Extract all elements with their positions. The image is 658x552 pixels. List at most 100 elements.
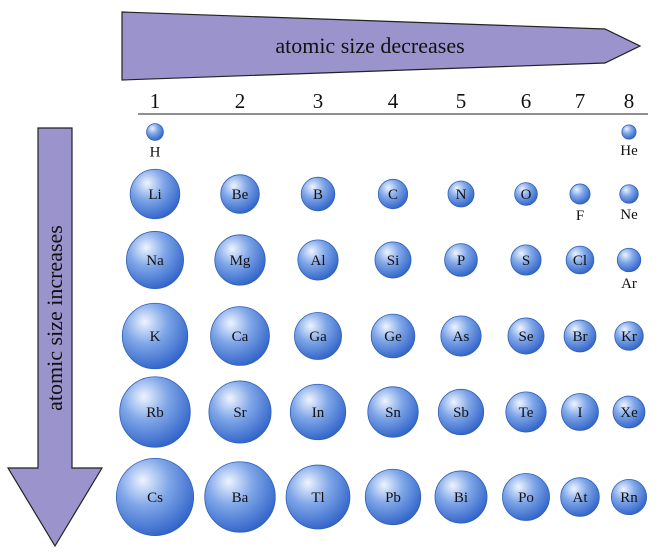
atom-sphere bbox=[447, 180, 475, 208]
atom-po: Po bbox=[502, 473, 550, 521]
atom-sphere bbox=[297, 239, 339, 281]
atom-sphere bbox=[364, 468, 422, 526]
atom-li: Li bbox=[129, 168, 181, 220]
atom-symbol: I bbox=[578, 405, 583, 421]
atom-sr: Sr bbox=[208, 380, 272, 444]
atom-te: Te bbox=[505, 391, 547, 433]
atom-bi: Bi bbox=[434, 470, 488, 524]
atom-symbol: Kr bbox=[621, 329, 637, 345]
atom-symbol: Cs bbox=[147, 490, 163, 506]
atom-symbol: Li bbox=[148, 187, 161, 203]
atom-ar: Ar bbox=[616, 247, 642, 292]
atom-al: Al bbox=[297, 239, 339, 281]
atom-sphere bbox=[502, 473, 550, 521]
atom-tl: Tl bbox=[285, 464, 351, 530]
atom-mg: Mg bbox=[214, 234, 266, 286]
atom-sphere bbox=[377, 178, 409, 210]
atom-rb: Rb bbox=[119, 376, 191, 448]
atom-kr: Kr bbox=[614, 321, 644, 351]
atom-symbol: Tl bbox=[311, 490, 324, 506]
atom-sphere bbox=[437, 388, 485, 436]
atom-symbol: Bi bbox=[454, 490, 468, 506]
atom-sphere bbox=[214, 234, 266, 286]
atom-symbol: At bbox=[573, 490, 589, 506]
atom-symbol: Al bbox=[311, 253, 326, 269]
atom-sphere bbox=[444, 243, 478, 277]
atom-symbol: Rn bbox=[620, 490, 638, 506]
atom-symbol: Rb bbox=[146, 405, 164, 421]
atom-symbol: Na bbox=[146, 253, 164, 269]
atom-sphere bbox=[505, 391, 547, 433]
atom-sphere bbox=[612, 395, 646, 429]
atom-symbol: B bbox=[313, 187, 323, 203]
atom-symbol: N bbox=[456, 187, 467, 203]
atom-pb: Pb bbox=[364, 468, 422, 526]
atom-symbol: Sb bbox=[453, 405, 469, 421]
atom-symbol: H bbox=[150, 144, 161, 160]
atom-s: S bbox=[510, 244, 542, 276]
atom-h: H bbox=[146, 123, 164, 160]
atom-sphere bbox=[129, 168, 181, 220]
atom-sphere bbox=[565, 245, 595, 275]
atom-sn: Sn bbox=[367, 386, 419, 438]
top-arrow-shape bbox=[121, 11, 642, 81]
atom-n: N bbox=[447, 180, 475, 208]
atom-sphere bbox=[621, 124, 637, 140]
atom-symbol: Ca bbox=[232, 329, 249, 345]
atom-sphere bbox=[514, 182, 538, 206]
atomic-size-increases-arrow: atomic size increases bbox=[6, 127, 104, 548]
atom-sphere bbox=[560, 477, 600, 517]
group-number-1: 1 bbox=[150, 89, 161, 113]
atom-symbol: Ba bbox=[232, 490, 249, 506]
atom-sphere bbox=[610, 478, 648, 516]
atom-symbol: Si bbox=[387, 253, 400, 269]
atom-sb: Sb bbox=[437, 388, 485, 436]
atom-symbol: Ga bbox=[309, 329, 327, 345]
atom-symbol: Po bbox=[518, 490, 534, 506]
atom-symbol: S bbox=[522, 253, 530, 269]
group-number-7: 7 bbox=[575, 89, 586, 113]
atom-symbol: In bbox=[312, 405, 325, 421]
atom-as: As bbox=[440, 315, 482, 357]
group-number-6: 6 bbox=[521, 89, 532, 113]
atom-p: P bbox=[444, 243, 478, 277]
atom-symbol: Ar bbox=[621, 276, 637, 292]
atom-k: K bbox=[121, 302, 189, 370]
atom-ca: Ca bbox=[210, 306, 270, 366]
atom-cs: Cs bbox=[115, 457, 195, 537]
atom-rn: Rn bbox=[610, 478, 648, 516]
atom-symbol: Pb bbox=[385, 490, 401, 506]
atom-symbol: C bbox=[388, 187, 398, 203]
atom-cl: Cl bbox=[565, 245, 595, 275]
atom-sphere bbox=[115, 457, 195, 537]
atom-sphere bbox=[285, 464, 351, 530]
atom-c: C bbox=[377, 178, 409, 210]
atom-sphere bbox=[370, 313, 416, 359]
atom-br: Br bbox=[563, 319, 597, 353]
atom-sphere bbox=[300, 176, 336, 212]
atom-sphere bbox=[510, 244, 542, 276]
atom-sphere bbox=[616, 247, 642, 273]
atom-symbol: Ge bbox=[384, 329, 402, 345]
atom-symbol: He bbox=[620, 143, 638, 159]
atom-symbol: Be bbox=[232, 187, 249, 203]
atom-be: Be bbox=[220, 174, 260, 214]
atom-sphere bbox=[126, 231, 184, 289]
atom-b: B bbox=[300, 176, 336, 212]
atom-ba: Ba bbox=[204, 461, 276, 533]
atom-symbol: O bbox=[521, 187, 532, 203]
atom-symbol: Sn bbox=[385, 405, 401, 421]
atom-symbol: Ne bbox=[620, 207, 638, 223]
atom-symbol: F bbox=[576, 208, 584, 224]
atom-symbol: As bbox=[453, 329, 470, 345]
atom-symbol: Se bbox=[519, 329, 534, 345]
atom-sphere bbox=[204, 461, 276, 533]
atom-sphere bbox=[374, 241, 412, 279]
atomic-size-decreases-arrow: atomic size decreases bbox=[121, 11, 642, 81]
atom-sphere bbox=[208, 380, 272, 444]
atom-symbol: Xe bbox=[620, 405, 638, 421]
atom-sphere bbox=[440, 315, 482, 357]
atom-symbol: Cl bbox=[573, 253, 587, 269]
